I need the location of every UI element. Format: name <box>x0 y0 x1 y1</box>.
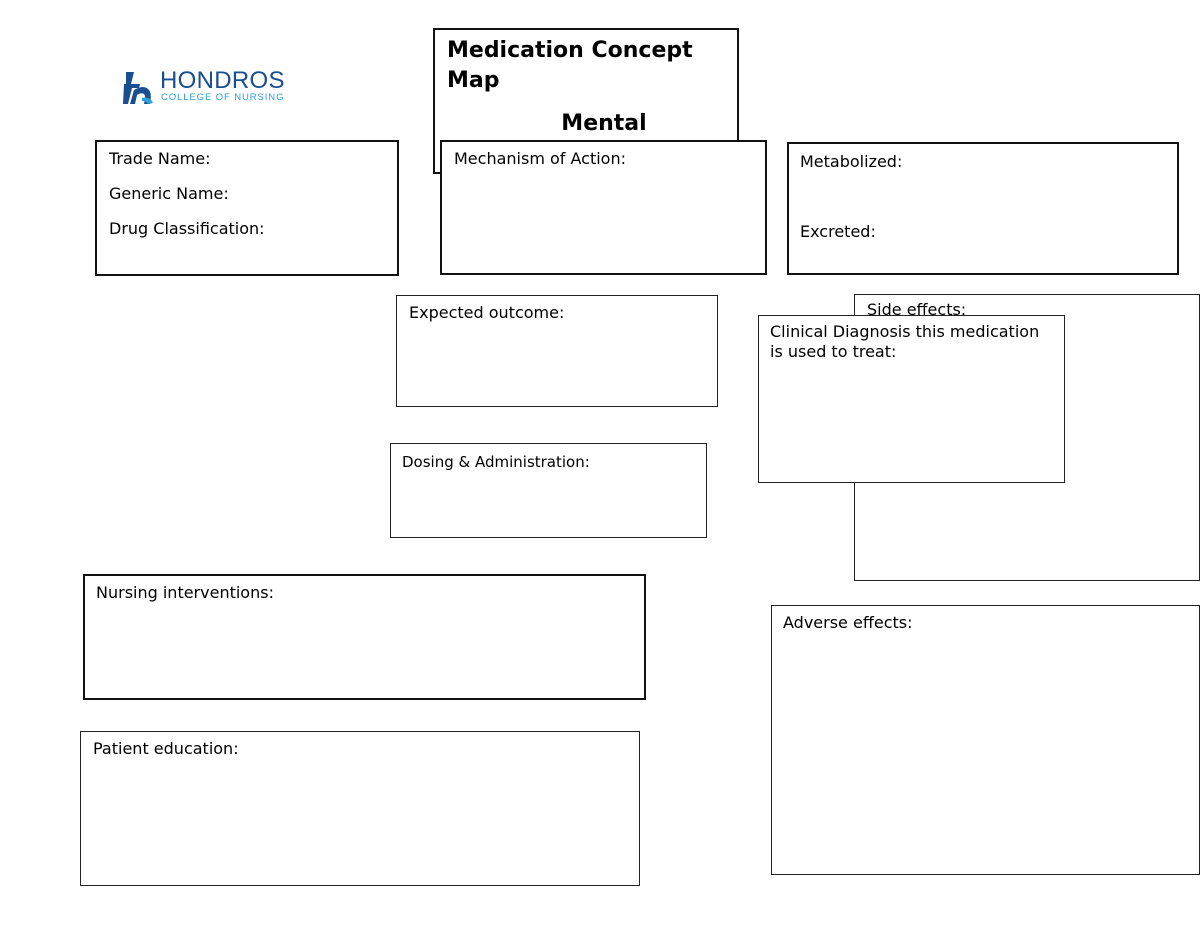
patient-education-label: Patient education: <box>93 739 239 758</box>
nursing-interventions-box[interactable]: Nursing interventions: <box>83 574 646 700</box>
page-title: Medication Concept Map <box>447 38 693 93</box>
nursing-interventions-label: Nursing interventions: <box>96 583 274 602</box>
hondros-h-logo-icon <box>123 72 153 104</box>
mechanism-of-action-label: Mechanism of Action: <box>454 149 626 168</box>
patient-education-box[interactable]: Patient education: <box>80 731 640 886</box>
expected-outcome-label: Expected outcome: <box>409 303 565 322</box>
logo-tagline: COLLEGE OF NURSING <box>161 92 285 103</box>
adverse-effects-box[interactable]: Adverse effects: <box>771 605 1200 875</box>
excreted-label: Excreted: <box>800 222 876 241</box>
mechanism-of-action-box[interactable]: Mechanism of Action: <box>440 140 767 275</box>
drug-classification-label: Drug Classification: <box>109 219 265 238</box>
generic-name-label: Generic Name: <box>109 184 229 203</box>
metabolism-box[interactable]: Metabolized: Excreted: <box>787 142 1179 275</box>
metabolized-label: Metabolized: <box>800 152 903 171</box>
hondros-logo: HONDROS COLLEGE OF NURSING <box>122 68 292 108</box>
clinical-diagnosis-label: Clinical Diagnosis this medication is us… <box>770 322 1040 361</box>
page-subtitle: Mental <box>561 111 647 136</box>
expected-outcome-box[interactable]: Expected outcome: <box>396 295 718 407</box>
clinical-diagnosis-box[interactable]: Clinical Diagnosis this medication is us… <box>758 315 1065 483</box>
side-effects-label: Side effects: <box>867 300 967 319</box>
trade-name-label: Trade Name: <box>109 149 211 168</box>
dosing-administration-box[interactable]: Dosing & Administration: <box>390 443 707 538</box>
dosing-administration-label: Dosing & Administration: <box>402 453 590 471</box>
adverse-effects-label: Adverse effects: <box>783 613 913 632</box>
drug-names-box[interactable]: Trade Name: Generic Name: Drug Classific… <box>95 140 399 276</box>
logo-brand-name: HONDROS <box>160 67 285 94</box>
